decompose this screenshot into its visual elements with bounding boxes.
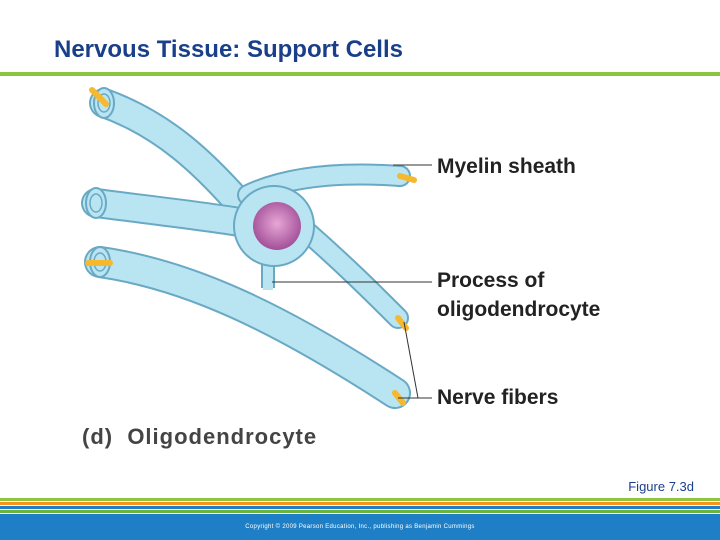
myelin-sheath-lower (84, 246, 411, 409)
label-process-line2: oligodendrocyte (437, 298, 600, 321)
slide-title: Nervous Tissue: Support Cells (54, 36, 403, 63)
footer-stripes (0, 498, 720, 514)
label-nerve-fibers: Nerve fibers (437, 386, 558, 409)
oligodendrocyte-diagram: Myelin sheath Process of oligodendrocyte… (81, 87, 600, 449)
figure-number: Figure 7.3d (628, 479, 694, 494)
label-process-line1: Process of (437, 269, 545, 292)
figure-caption: (d) Oligodendrocyte (82, 424, 317, 449)
title-rule (0, 72, 720, 76)
leader-lines (272, 164, 432, 399)
myelin-sheath-middle (81, 188, 409, 329)
footer-bar (0, 514, 720, 540)
copyright-notice: Copyright © 2009 Pearson Education, Inc.… (245, 524, 475, 530)
myelin-sheath-upper (89, 88, 411, 217)
label-myelin-sheath: Myelin sheath (437, 155, 576, 178)
nucleus (253, 202, 301, 250)
